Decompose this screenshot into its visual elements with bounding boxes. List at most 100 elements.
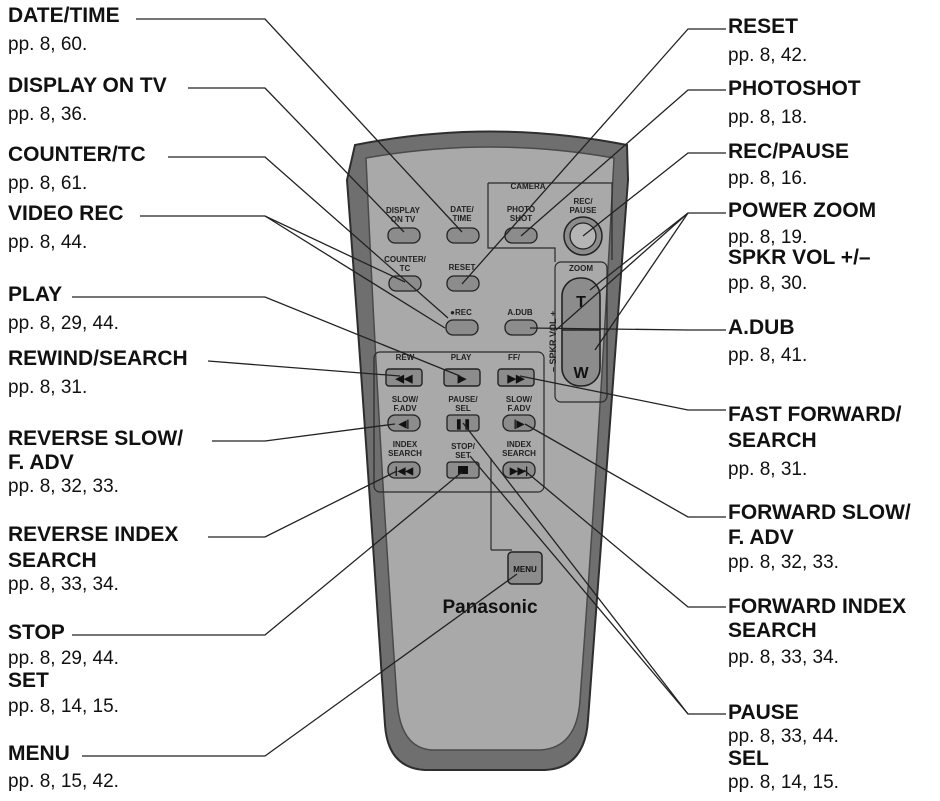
forward-index-icon: ▶▶| bbox=[509, 466, 528, 477]
forward-index-pages: pp. 8, 33, 34. bbox=[728, 647, 839, 668]
stop-pages: pp. 8, 29, 44. bbox=[8, 648, 119, 669]
forward-slow-title-2: F. ADV bbox=[728, 526, 794, 549]
index-search-right-label-2: SEARCH bbox=[502, 449, 536, 458]
power-zoom-pages: pp. 8, 19. bbox=[728, 227, 808, 248]
rewind-button[interactable] bbox=[385, 368, 423, 387]
adub-label: A.DUB bbox=[507, 308, 533, 317]
menu-label: MENU bbox=[513, 565, 537, 574]
leader-sel-set bbox=[469, 455, 689, 715]
leader-rec-pause bbox=[582, 152, 726, 237]
counter-tc-button[interactable] bbox=[388, 275, 422, 292]
fast-forward-title-1: FAST FORWARD/ bbox=[728, 403, 902, 426]
pause-sel-label-1: PAUSE/ bbox=[448, 395, 478, 404]
adub-pages: pp. 8, 41. bbox=[728, 345, 808, 366]
slow-fadv-right-label-1: SLOW/ bbox=[506, 395, 533, 404]
rewind-icon: ◀◀ bbox=[395, 373, 413, 385]
reverse-index-pages: pp. 8, 33, 34. bbox=[8, 574, 119, 595]
display-on-tv-pages: pp. 8, 36. bbox=[8, 104, 88, 125]
forward-index-title-2: SEARCH bbox=[728, 619, 817, 642]
brand-logo: Panasonic bbox=[442, 597, 537, 618]
rec-pause-label-1: REC/ bbox=[573, 197, 593, 206]
leader-rewind bbox=[207, 360, 401, 377]
reset-label: RESET bbox=[449, 263, 476, 272]
menu-title: MENU bbox=[8, 742, 70, 765]
leader-display-on-tv bbox=[188, 87, 405, 233]
forward-index-button[interactable] bbox=[502, 461, 536, 479]
leader-photoshot bbox=[520, 89, 726, 237]
date-time-pages: pp. 8, 60. bbox=[8, 34, 88, 55]
play-pages: pp. 8, 29, 44. bbox=[8, 313, 119, 334]
zoom-label: ZOOM bbox=[569, 264, 593, 273]
date-time-label-1: DATE/ bbox=[450, 205, 474, 214]
camera-label: CAMERA bbox=[510, 182, 545, 191]
rew-label: REW bbox=[396, 353, 415, 362]
set-pages: pp. 8, 14, 15. bbox=[8, 696, 119, 717]
counter-tc-pages: pp. 8, 61. bbox=[8, 173, 88, 194]
spkr-vol-pages: pp. 8, 30. bbox=[728, 273, 808, 294]
fast-forward-button[interactable] bbox=[497, 368, 535, 387]
rec-pause-title: REC/PAUSE bbox=[728, 140, 849, 163]
counter-tc-label-1: COUNTER/ bbox=[384, 255, 427, 264]
leader-reset bbox=[461, 28, 726, 285]
video-rec-button[interactable] bbox=[445, 319, 479, 336]
slow-fadv-right-label-2: F.ADV bbox=[507, 404, 531, 413]
leader-power-zoom-2 bbox=[594, 212, 689, 351]
leader-reverse-slow bbox=[212, 423, 396, 442]
ff-label: FF/ bbox=[508, 353, 521, 362]
forward-slow-button[interactable] bbox=[502, 414, 536, 432]
leader-menu bbox=[82, 573, 518, 757]
leader-spkr-vol bbox=[555, 212, 689, 331]
display-on-tv-title: DISPLAY ON TV bbox=[8, 74, 167, 97]
forward-slow-icon: |▶ bbox=[514, 419, 526, 430]
stop-title: STOP bbox=[8, 621, 65, 644]
remote-face bbox=[365, 146, 615, 751]
photo-shot-label-1: PHOTO bbox=[507, 205, 535, 214]
stop-icon bbox=[458, 466, 468, 474]
fast-forward-icon: ▶▶ bbox=[507, 373, 525, 385]
reverse-index-title-2: SEARCH bbox=[8, 549, 97, 572]
reverse-slow-button[interactable] bbox=[387, 414, 421, 432]
rec-label: ●REC bbox=[450, 308, 472, 317]
date-time-title: DATE/TIME bbox=[8, 4, 120, 27]
adub-title: A.DUB bbox=[728, 316, 795, 339]
pause-pages: pp. 8, 33, 44. bbox=[728, 726, 839, 747]
leader-reverse-index bbox=[208, 470, 398, 538]
pause-sel-label-2: SEL bbox=[455, 404, 471, 413]
reverse-index-title-1: REVERSE INDEX bbox=[8, 523, 179, 546]
zoom-rocker[interactable] bbox=[561, 277, 601, 387]
display-on-tv-label-1: DISPLAY bbox=[386, 206, 421, 215]
slow-fadv-left-label-2: F.ADV bbox=[393, 404, 417, 413]
display-on-tv-label-2: ON TV bbox=[391, 215, 416, 224]
reverse-index-button[interactable] bbox=[387, 461, 421, 479]
fast-forward-pages: pp. 8, 31. bbox=[728, 459, 808, 480]
play-title: PLAY bbox=[8, 283, 63, 306]
reverse-slow-title-1: REVERSE SLOW/ bbox=[8, 427, 184, 450]
reverse-index-icon: |◀◀ bbox=[395, 466, 413, 477]
transport-frame bbox=[373, 351, 545, 493]
display-on-tv-button[interactable] bbox=[387, 227, 421, 244]
leader-stop bbox=[72, 471, 463, 636]
stop-set-label-2: SET bbox=[455, 451, 471, 460]
photo-shot-label-2: SHOT bbox=[510, 214, 532, 223]
photoshot-title: PHOTOSHOT bbox=[728, 77, 861, 100]
date-time-button[interactable] bbox=[446, 227, 480, 244]
set-title: SET bbox=[8, 669, 49, 692]
leader-adub bbox=[529, 327, 726, 331]
zoom-w-label: W bbox=[573, 365, 589, 382]
forward-slow-title-1: FORWARD SLOW/ bbox=[728, 501, 911, 524]
rec-pause-pages: pp. 8, 16. bbox=[728, 168, 808, 189]
reverse-slow-pages: pp. 8, 32, 33. bbox=[8, 476, 119, 497]
menu-button[interactable] bbox=[507, 551, 543, 585]
date-time-label-2: TIME bbox=[452, 214, 472, 223]
leader-fast-forward bbox=[519, 375, 726, 411]
leader-forward-slow bbox=[524, 423, 726, 518]
play-label: PLAY bbox=[451, 353, 472, 362]
photoshot-pages: pp. 8, 18. bbox=[728, 107, 808, 128]
reverse-slow-title-2: F. ADV bbox=[8, 451, 74, 474]
pause-title: PAUSE bbox=[728, 701, 799, 724]
fast-forward-title-2: SEARCH bbox=[728, 429, 817, 452]
sel-title: SEL bbox=[728, 747, 769, 770]
power-zoom-title: POWER ZOOM bbox=[728, 199, 877, 222]
sel-pages: pp. 8, 14, 15. bbox=[728, 772, 839, 793]
